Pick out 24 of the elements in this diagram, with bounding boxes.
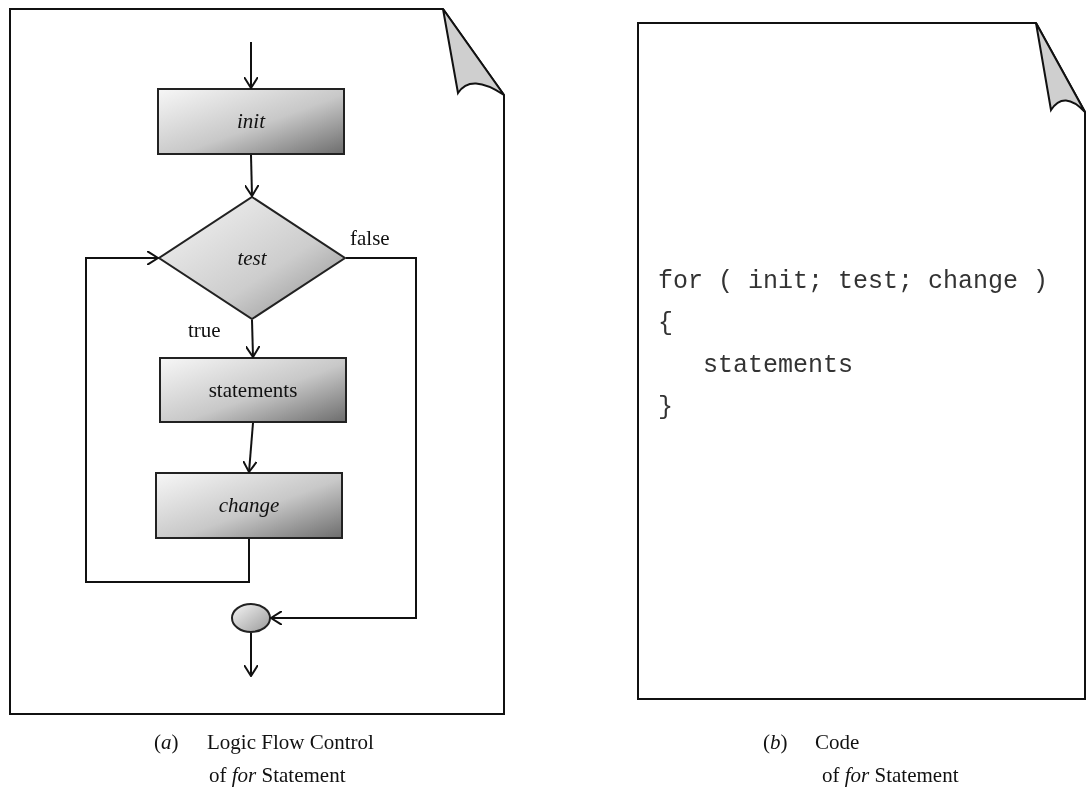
caption-text: of for Statement <box>209 762 346 789</box>
page-sheet <box>9 8 505 715</box>
code-line: } <box>658 393 673 423</box>
caption-text: of for Statement <box>822 762 959 789</box>
process-box: change <box>155 472 343 539</box>
caption-text: (a) <box>154 729 179 756</box>
code-line: { <box>658 309 673 339</box>
code-line: statements <box>702 351 854 381</box>
flow-arrow <box>243 154 260 197</box>
flow-arrow <box>243 632 259 677</box>
caption-text: Logic Flow Control <box>207 729 374 756</box>
code-line: for ( init; test; change ) <box>658 267 1049 297</box>
process-box: init <box>157 88 345 155</box>
connector-circle <box>231 603 271 633</box>
flow-arrow <box>243 41 259 89</box>
page-sheet <box>637 22 1086 700</box>
decision-diamond: test <box>158 196 346 320</box>
caption-text: Code <box>815 729 860 756</box>
flow-arrow <box>244 319 261 358</box>
flow-arrow <box>270 257 417 626</box>
flow-arrow <box>85 250 250 583</box>
process-box: statements <box>159 357 347 423</box>
flow-arrow <box>241 422 258 473</box>
caption-text: (b) <box>763 729 788 756</box>
